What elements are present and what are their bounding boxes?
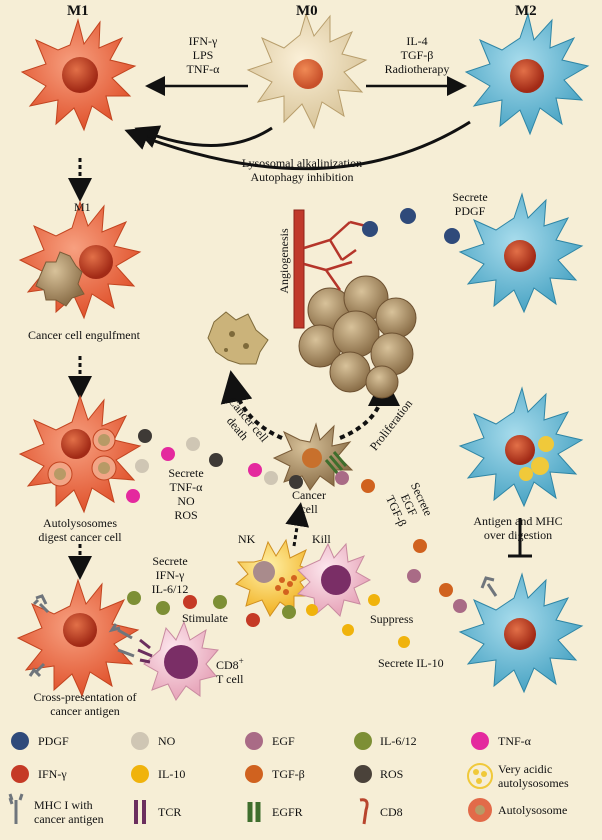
legend-il10: IL-10 bbox=[158, 767, 186, 781]
m2-label: M2 bbox=[515, 3, 537, 19]
antigen-mhc-label: Antigen and MHC over digestion bbox=[456, 514, 580, 542]
cd8-plus: + bbox=[238, 656, 244, 666]
cross-presentation-line2: cancer antigen bbox=[50, 704, 120, 718]
legend-pdgf: PDGF bbox=[38, 734, 69, 748]
m1-stimuli: IFN-γ LPS TNF-α bbox=[168, 34, 238, 76]
tumor-mass bbox=[298, 275, 417, 399]
cancer-cell-line2: cell bbox=[300, 502, 318, 516]
cross-presentation-label: Cross-presentation of cancer antigen bbox=[10, 690, 160, 718]
m1-label: M1 bbox=[67, 3, 89, 19]
legend-tcr: TCR bbox=[158, 805, 182, 819]
mhc-receptors bbox=[28, 594, 135, 678]
m2-repolarize-arrow bbox=[124, 120, 471, 171]
stimulus-radiotherapy: Radiotherapy bbox=[384, 62, 450, 76]
m0-macrophage bbox=[246, 12, 368, 130]
secrete-ifn-line3: IL-6/12 bbox=[151, 582, 189, 596]
legend-tgf: TGF-β bbox=[272, 767, 305, 781]
legend-icons bbox=[8, 732, 493, 825]
secrete-pdgf-label: Secrete PDGF bbox=[440, 190, 500, 218]
tcell-word: T cell bbox=[216, 672, 244, 686]
m2-macrophage-acidic bbox=[458, 386, 584, 508]
legend-acidic: Very acidic autolysosomes bbox=[498, 762, 569, 790]
suppress-label: Suppress bbox=[370, 612, 414, 626]
secrete-tnf-label: Secrete TNF-α NO ROS bbox=[156, 466, 216, 522]
secrete-tnf-line1: Secrete bbox=[168, 466, 204, 480]
m2-macrophage-bottom bbox=[458, 572, 584, 694]
autolysosomes-line2: digest cancer cell bbox=[38, 530, 122, 544]
legend-autolysosome: Autolysosome bbox=[498, 803, 568, 817]
legend-egfr: EGFR bbox=[272, 805, 303, 819]
death-arrow bbox=[220, 370, 283, 440]
legend-tnf: TNF-α bbox=[498, 734, 531, 748]
autolysosomes-line1: Autolysosomes bbox=[42, 516, 117, 530]
stimulus-il4: IL-4 bbox=[406, 34, 428, 48]
cd8-word: CD8 bbox=[216, 658, 239, 672]
stimulus-ifn: IFN-γ bbox=[188, 34, 218, 48]
secrete-il10-label: Secrete IL-10 bbox=[378, 656, 444, 670]
nk-cell bbox=[235, 538, 318, 617]
dead-cancer-cell bbox=[207, 311, 269, 365]
secrete-tnf-line4: ROS bbox=[174, 508, 198, 522]
angiogenesis-label: Angiogenesis bbox=[277, 228, 291, 294]
m2-macrophage-secreting bbox=[458, 192, 584, 314]
cd8-t-cell bbox=[137, 620, 219, 701]
cytokine-dots bbox=[126, 208, 467, 648]
legend-cd8: CD8 bbox=[380, 805, 403, 819]
m0-label: M0 bbox=[296, 3, 318, 19]
secrete-tnf-line3: NO bbox=[177, 494, 195, 508]
antigen-mhc-line1: Antigen and MHC bbox=[473, 514, 563, 528]
repolarization-label: Lysosomal alkalinization Autophagy inhib… bbox=[222, 156, 382, 184]
engulfing-macrophage bbox=[18, 200, 142, 320]
stimulus-tnf: TNF-α bbox=[186, 62, 220, 76]
m2-macrophage-top bbox=[464, 12, 590, 136]
digesting-macrophage bbox=[18, 394, 142, 514]
lysosomal-alkalinization: Lysosomal alkalinization bbox=[241, 156, 363, 170]
antigen-mhc-line2: over digestion bbox=[483, 528, 553, 542]
stimulus-lps: LPS bbox=[192, 48, 214, 62]
secrete-word: Secrete bbox=[452, 190, 488, 204]
kill-label: Kill bbox=[312, 532, 331, 546]
autophagy-inhibition: Autophagy inhibition bbox=[250, 170, 354, 184]
blood-vessel bbox=[293, 209, 367, 329]
engulfment-label: Cancer cell engulfment bbox=[28, 328, 140, 342]
legend-il612: IL-6/12 bbox=[380, 734, 417, 748]
secrete-tnf-line2: TNF-α bbox=[169, 480, 203, 494]
legend-mhc: MHC I with cancer antigen bbox=[34, 798, 104, 826]
stimulus-tgf: TGF-β bbox=[400, 48, 434, 62]
pdgf-word: PDGF bbox=[454, 204, 486, 218]
nk-label: NK bbox=[238, 532, 256, 546]
legend-no: NO bbox=[158, 734, 176, 748]
legend-egf: EGF bbox=[272, 734, 295, 748]
stimulate-label: Stimulate bbox=[182, 611, 228, 625]
m2-stimuli: IL-4 TGF-β Radiotherapy bbox=[372, 34, 462, 76]
cd8-tcell-label: CD8+ T cell bbox=[216, 654, 262, 686]
m1-macrophage-top bbox=[20, 18, 137, 132]
m0-repolarize-arrow bbox=[134, 125, 273, 148]
presenting-macrophage bbox=[16, 578, 140, 698]
secrete-ifn-label: Secrete IFN-γ IL-6/12 bbox=[140, 554, 200, 596]
secrete-ifn-line2: IFN-γ bbox=[155, 568, 185, 582]
autolysosomes-label: Autolysosomes digest cancer cell bbox=[20, 516, 140, 544]
m1-lower-label: M1 bbox=[74, 200, 91, 214]
legend-ifn: IFN-γ bbox=[38, 767, 67, 781]
cancer-cell-line1: Cancer bbox=[292, 488, 326, 502]
central-cancer-cell bbox=[272, 422, 354, 491]
cancer-cell-label: Cancer cell bbox=[284, 488, 334, 516]
proliferation-arrow bbox=[339, 374, 400, 440]
legend-ros: ROS bbox=[380, 767, 404, 781]
cross-presentation-line1: Cross-presentation of bbox=[33, 690, 137, 704]
secrete-ifn-line1: Secrete bbox=[152, 554, 188, 568]
t-cell bbox=[297, 542, 372, 617]
